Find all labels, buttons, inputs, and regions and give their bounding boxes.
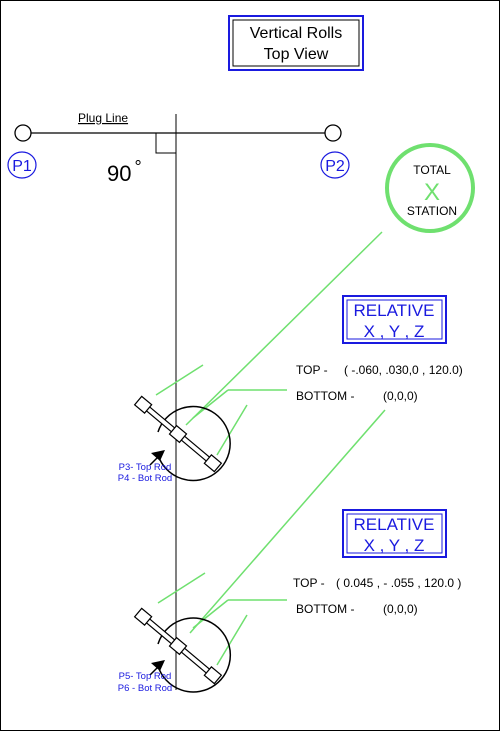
title-line2: Top View (264, 46, 329, 63)
title-box: Vertical Rolls Top View (228, 15, 364, 71)
relative-box-2: RELATIVE X , Y , Z (342, 509, 447, 558)
bottom-value-2: (0,0,0) (383, 602, 418, 616)
bottom-label-1: BOTTOM - (296, 389, 354, 403)
roll-pair-1: P3- Top Rod P4 - Bot Rod (118, 395, 231, 484)
p1-point (14, 124, 32, 142)
p2-label: P2 (325, 158, 345, 175)
plug-line-label: Plug Line (78, 111, 128, 125)
relative-box-1: RELATIVE X , Y , Z (342, 295, 447, 344)
rod-bot-label-2: P6 - Bot Rod (118, 683, 172, 694)
bottom-label-2: BOTTOM - (296, 602, 354, 616)
relative-title-2: RELATIVE (354, 515, 435, 534)
p1-badge: P1 (7, 151, 37, 179)
green-ticks-2 (157, 572, 287, 666)
rod-top-label-1: P3- Top Rod (119, 462, 172, 473)
top-label-1: TOP - (296, 363, 328, 377)
rotation-arc-2 (157, 617, 232, 693)
roll-pair-2: P5- Top Rod P6 - Bot Rod (118, 607, 232, 694)
rotation-arrow-2 (149, 660, 165, 676)
p2-point (324, 124, 342, 142)
relative-title-1: RELATIVE (354, 301, 435, 320)
green-ticks-1 (155, 364, 287, 456)
angle-value: 90° (107, 157, 142, 186)
total-station-mark: X (424, 179, 440, 206)
roll-assembly-2 (133, 607, 223, 685)
roll-assembly-1 (133, 395, 223, 473)
rod-top-label-2: P5- Top Rod (119, 671, 172, 682)
sight-line-lower (189, 409, 386, 634)
total-station: TOTAL X STATION (385, 143, 475, 233)
p1-label: P1 (12, 158, 32, 175)
right-angle-mark (155, 132, 177, 154)
rotation-arrow-1 (149, 450, 165, 466)
top-value-2: ( 0.045 , - .055 , 120.0 ) (336, 576, 461, 590)
p2-badge: P2 (320, 151, 350, 179)
total-station-bottom: STATION (407, 204, 457, 218)
top-label-2: TOP - (293, 576, 325, 590)
title-line1: Vertical Rolls (250, 25, 342, 42)
bottom-value-1: (0,0,0) (383, 389, 418, 403)
top-value-1: ( -.060, .030,0 , 120.0) (344, 363, 463, 377)
rod-bot-label-1: P4 - Bot Rod (118, 473, 172, 484)
relative-axes-2: X , Y , Z (364, 536, 425, 555)
relative-axes-1: X , Y , Z (364, 322, 425, 341)
total-station-top: TOTAL (413, 163, 451, 177)
rotation-arc-1 (157, 405, 231, 482)
sight-line-upper (185, 231, 383, 426)
